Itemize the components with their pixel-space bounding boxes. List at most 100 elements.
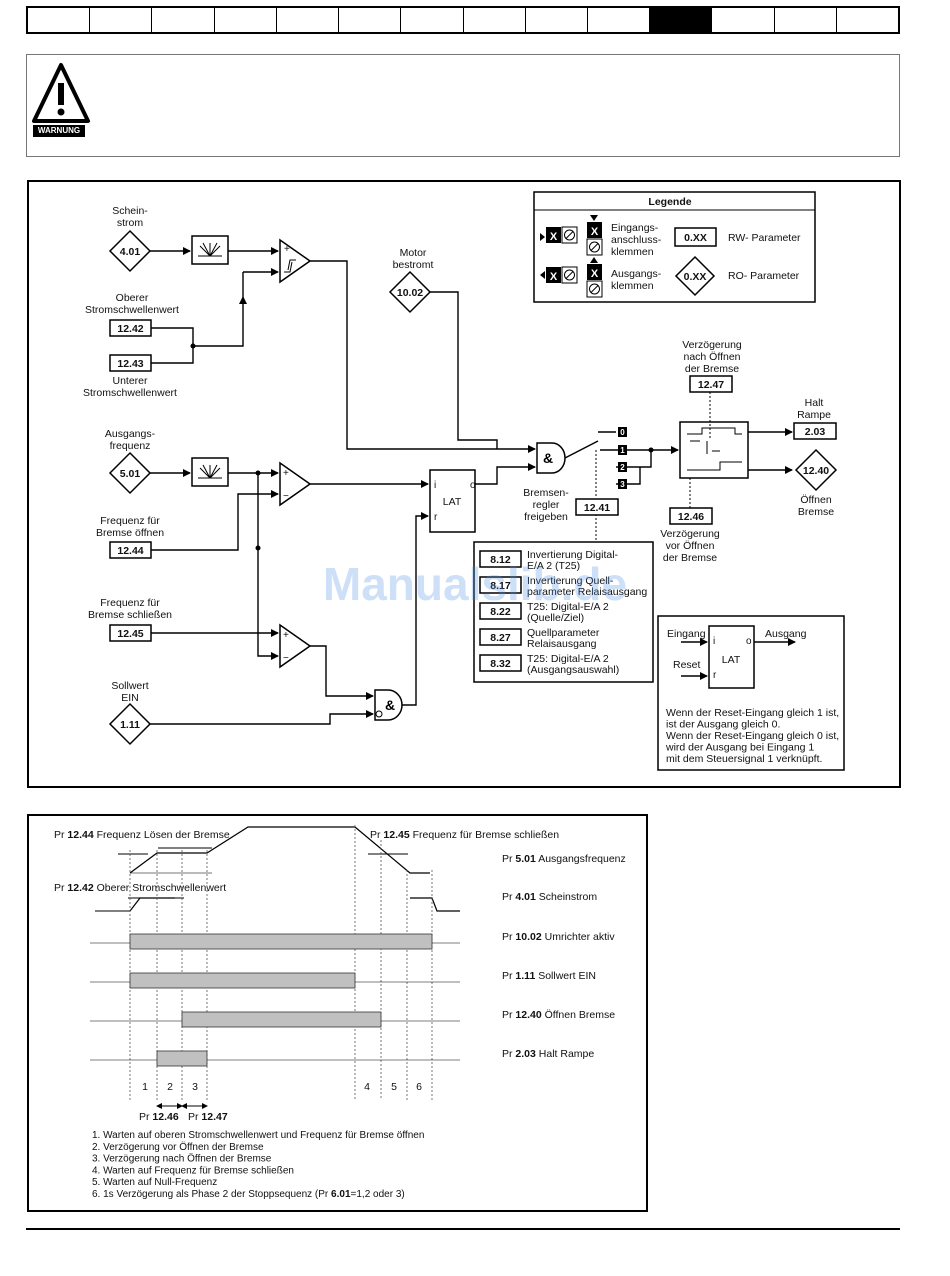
latch-legend-box: i o r LAT Eingang Ausgang Reset Wenn der… — [657, 615, 845, 771]
page-tab-2 — [90, 8, 153, 32]
timing-diagram: Pr 12.44 Frequenz Lösen der Bremse Pr 12… — [27, 814, 648, 1212]
param-12-40: 12.40 — [803, 465, 829, 477]
brake-control-diagram: Legende X X Eingangs-anschluss-klemmen X… — [27, 180, 901, 788]
param-2-03-box — [793, 422, 837, 440]
switch-pos-2: 2 — [620, 463, 625, 472]
param-12-41-box — [575, 498, 619, 516]
legend-rw-box: 0.XX — [684, 232, 707, 244]
warning-label: WARNUNG — [33, 125, 85, 137]
param-4-01-diamond — [108, 229, 152, 273]
delay-label-12-46: Pr 12.46 — [139, 1111, 179, 1123]
legend-title: Legende — [648, 196, 691, 208]
page-tab-12 — [712, 8, 775, 32]
param-5-01: 5.01 — [120, 468, 141, 480]
diagram-frame — [27, 180, 901, 788]
page-tab-5 — [277, 8, 340, 32]
legend-rw-label: RW- Parameter — [728, 232, 801, 244]
phase-label-6: 6 — [416, 1081, 422, 1093]
timing-note-2: 2. Verzögerung vor Öffnen der Bremse — [92, 1141, 264, 1153]
param-10-02: 10.02 — [397, 287, 423, 299]
delay-timer-block — [679, 421, 749, 479]
delay-label-12-47: Pr 12.47 — [188, 1111, 228, 1123]
page-tab-6 — [339, 8, 402, 32]
label-scheinstrom: Schein-strom — [112, 205, 148, 229]
comparator-open-frequency: + − — [279, 461, 312, 507]
phase-label-5: 5 — [391, 1081, 397, 1093]
page-tab-3 — [152, 8, 215, 32]
legend-x-input: X — [550, 231, 558, 243]
warning-box: WARNUNG — [26, 54, 900, 157]
timing-label-12-44: Pr 12.44 Frequenz Lösen der Bremse — [54, 829, 230, 841]
phase-label-3: 3 — [192, 1081, 198, 1093]
timing-label-12-42: Pr 12.42 Oberer Stromschwellenwert — [54, 882, 226, 894]
signal-label-5-01: Pr 5.01 Ausgangsfrequenz — [502, 853, 626, 865]
page-tab-7 — [401, 8, 464, 32]
filter-block-current — [191, 235, 229, 265]
dest-code: 8.17 — [490, 580, 511, 592]
legend-x-output-terminal: X — [591, 268, 599, 280]
comp2-minus: − — [283, 491, 289, 502]
lat-legend-eingang: Eingang — [667, 628, 706, 640]
param-12-42: 12.42 — [117, 323, 143, 335]
watermark: Manualslib.de — [323, 558, 627, 610]
param-12-47: 12.47 — [698, 379, 724, 391]
param-12-44: 12.44 — [117, 545, 143, 557]
bar-halt-rampe — [156, 1050, 208, 1067]
param-12-45: 12.45 — [117, 628, 143, 640]
signal-label-2-03: Pr 2.03 Halt Rampe — [502, 1048, 594, 1060]
phase-label-2: 2 — [167, 1081, 173, 1093]
lat-legend-note: Wenn der Reset-Eingang gleich 1 ist,ist … — [665, 707, 839, 765]
param-1-11-diamond — [108, 702, 152, 746]
page-tab-1 — [28, 8, 91, 32]
legend-input-terminals: Eingangs-anschluss-klemmen — [611, 222, 662, 258]
filter-block-frequency — [191, 457, 229, 487]
timing-note-5: 5. Warten auf Null-Frequenz — [92, 1177, 217, 1188]
param-12-46: 12.46 — [678, 511, 704, 523]
dest-code: 8.22 — [490, 606, 511, 618]
and-gate-main-symbol: & — [543, 450, 553, 466]
param-12-47-box — [689, 375, 733, 393]
param-2-03: 2.03 — [805, 426, 826, 438]
param-12-43: 12.43 — [117, 358, 143, 370]
lat-legend-o: o — [746, 636, 752, 647]
dest-code: 8.32 — [490, 658, 511, 670]
bar-umrichter-aktiv — [129, 933, 433, 950]
comp1-plus: + — [284, 244, 290, 255]
lat-legend-lat: LAT — [722, 654, 741, 666]
lat-legend-ausgang: Ausgang — [765, 628, 807, 640]
timing-label-12-45: Pr 12.45 Frequenz für Bremse schließen — [370, 829, 559, 841]
comparator-hysteresis: + — [279, 238, 312, 284]
timing-note-1: 1. Warten auf oberen Stromschwellenwert … — [92, 1130, 424, 1141]
signal-label-1-11: Pr 1.11 Sollwert EIN — [502, 970, 596, 982]
and-gate-reset: & — [374, 689, 403, 721]
param-10-02-diamond — [388, 270, 432, 314]
lat-legend-r: r — [713, 670, 717, 681]
param-1-11: 1.11 — [120, 719, 140, 731]
legend-ro-box: 0.XX — [684, 271, 707, 283]
param-12-46-box — [669, 507, 713, 525]
comparator-close-frequency: + − — [279, 623, 312, 669]
dest-code: 8.12 — [490, 554, 511, 566]
dest-code: 8.27 — [490, 632, 511, 644]
param-4-01: 4.01 — [120, 246, 141, 258]
bar-oeffnen-bremse — [181, 1011, 382, 1028]
page-tab-4 — [215, 8, 277, 32]
latch-r: r — [434, 512, 438, 523]
legend-ro-label: RO- Parameter — [728, 270, 800, 282]
dest-text: Invertierung Digital-E/A 2 (T25) — [527, 549, 619, 572]
and-gate-main: & — [536, 442, 566, 474]
legend-x-output: X — [550, 271, 558, 283]
lat-legend-i: i — [713, 636, 715, 647]
page-tab-11 — [650, 8, 713, 32]
page-tab-8 — [464, 8, 526, 32]
phase-label-1: 1 — [142, 1081, 148, 1093]
